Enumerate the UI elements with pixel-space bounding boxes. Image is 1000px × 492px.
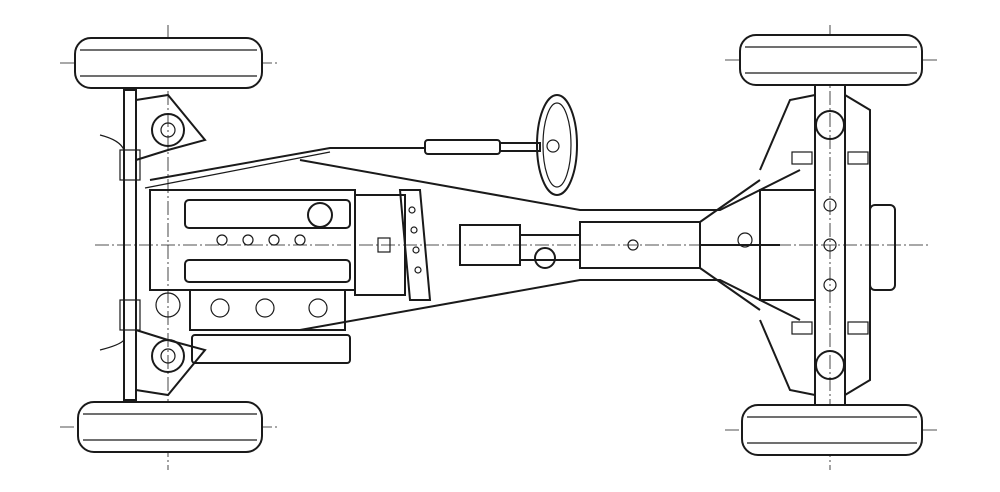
wheel-front-left: [74, 37, 263, 89]
wheel-rear-right: [741, 404, 923, 456]
wheel-front-right: [77, 401, 263, 453]
wheel-rear-left: [739, 34, 923, 86]
front-suspension: [99, 89, 207, 401]
steering-wheel: [536, 94, 578, 196]
rear-suspension: [759, 84, 896, 406]
backbone-frame: [299, 159, 801, 331]
engine-block: [149, 189, 406, 364]
steering-assembly: [144, 94, 578, 196]
